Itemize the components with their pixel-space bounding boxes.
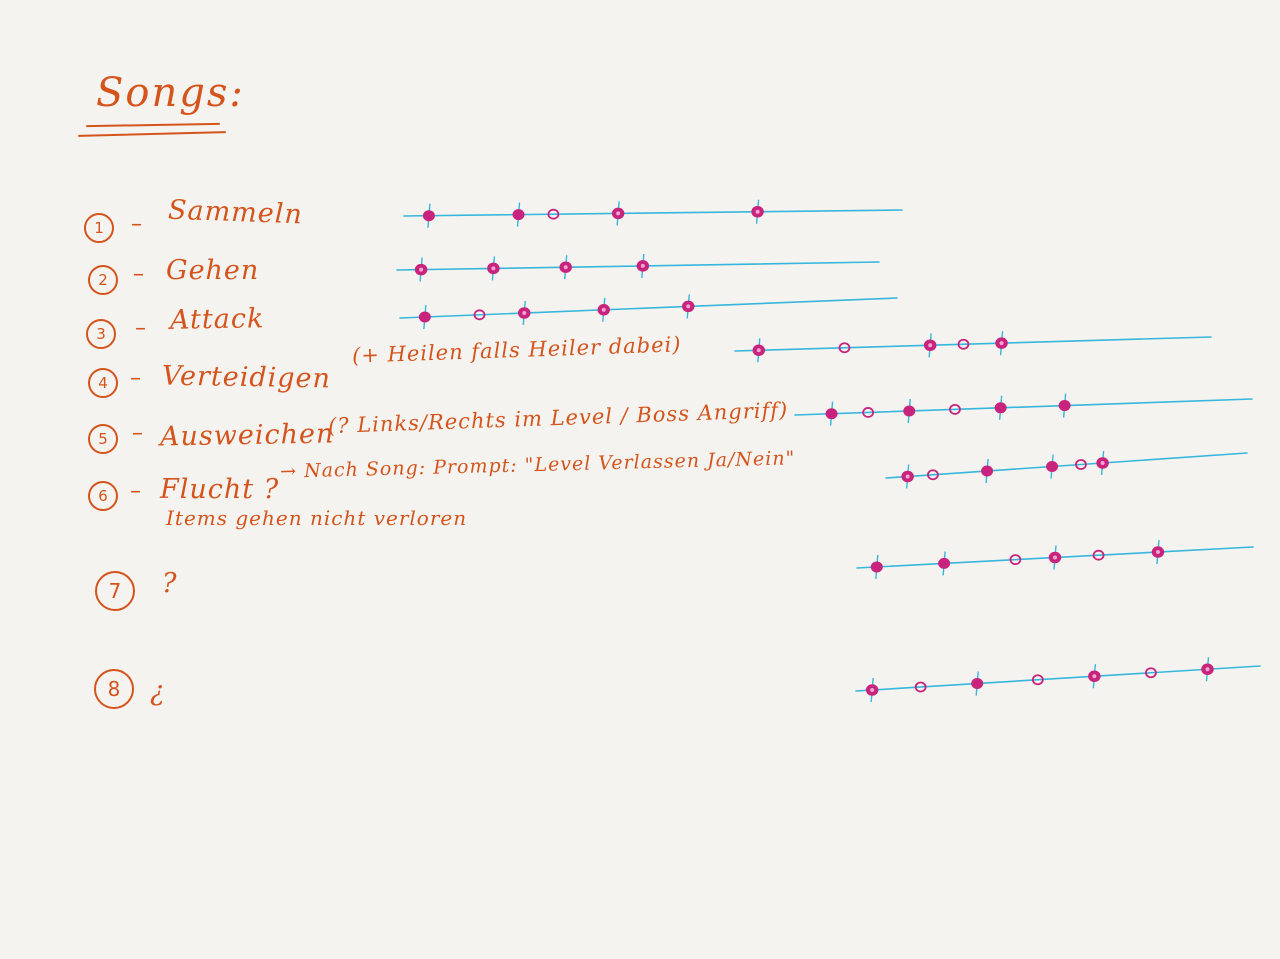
rhythm-lane-1 xyxy=(403,199,903,228)
beat-note-filled xyxy=(1046,461,1059,472)
beat-note-center xyxy=(870,688,875,692)
beat-note-open xyxy=(547,208,560,220)
lane-line xyxy=(855,665,1261,692)
item-dash: – xyxy=(132,421,143,446)
page-title: Songs: xyxy=(96,70,245,116)
beat-note-open xyxy=(949,403,961,415)
item-number-badge: 1 xyxy=(84,213,114,243)
beat-note-filled xyxy=(938,557,951,569)
beat-note-center xyxy=(756,348,761,353)
beat-note-center xyxy=(1205,667,1210,672)
rhythm-lane-7 xyxy=(856,539,1254,580)
beat-note-open xyxy=(1009,554,1022,565)
beat-note-center xyxy=(999,341,1004,346)
lane-line xyxy=(885,452,1248,479)
beat-note-open xyxy=(838,342,851,354)
beat-note-filled xyxy=(981,465,994,477)
beat-note-center xyxy=(905,474,910,479)
item-label: Gehen xyxy=(166,255,260,286)
item-note-second: Items gehen nicht verloren xyxy=(166,506,468,530)
beat-note-center xyxy=(419,267,424,272)
beat-note-open xyxy=(957,338,970,350)
beat-note-center xyxy=(616,211,621,216)
beat-note-open xyxy=(1031,674,1044,686)
item-number-badge: 5 xyxy=(88,424,118,454)
item-number-badge: 2 xyxy=(88,265,118,295)
beat-note-open xyxy=(927,469,939,481)
beat-note-center xyxy=(601,307,606,312)
beat-note-center xyxy=(522,311,527,315)
rhythm-lane-6 xyxy=(885,450,1248,489)
lane-line xyxy=(794,398,1253,416)
beat-note-center xyxy=(1092,674,1097,679)
beat-note-center xyxy=(491,266,496,271)
beat-note-center xyxy=(1155,550,1160,555)
item-dash: – xyxy=(133,262,144,287)
beat-note-center xyxy=(755,209,760,214)
beat-note-filled xyxy=(903,405,916,417)
rhythm-lane-5 xyxy=(794,393,1253,426)
beat-note-filled xyxy=(971,678,984,689)
beat-note-filled xyxy=(870,561,883,573)
item-dash: – xyxy=(135,316,146,341)
beat-note-center xyxy=(1053,555,1057,560)
beat-note-open xyxy=(1075,459,1087,470)
beat-note-open xyxy=(1145,667,1157,679)
beat-note-open xyxy=(1092,549,1105,561)
beat-note-center xyxy=(640,263,645,268)
item-dash: – xyxy=(131,212,142,237)
item-number-badge: 6 xyxy=(88,481,118,511)
lane-line xyxy=(734,336,1212,352)
item-label: ¿ xyxy=(150,676,166,707)
item-number-badge: 7 xyxy=(95,571,135,611)
beat-note-filled xyxy=(1058,400,1071,412)
beat-note-filled xyxy=(422,210,435,222)
item-dash: – xyxy=(130,479,141,504)
rhythm-lane-8 xyxy=(855,657,1261,703)
beat-note-filled xyxy=(418,311,431,323)
beat-note-center xyxy=(563,265,568,270)
rhythm-lane-2 xyxy=(396,253,880,282)
item-label: ? xyxy=(162,568,178,599)
item-dash: – xyxy=(130,366,141,391)
beat-note-center xyxy=(1100,461,1105,465)
item-number-badge: 3 xyxy=(86,319,116,349)
rhythm-lane-3 xyxy=(399,294,898,330)
lane-line xyxy=(399,297,898,319)
beat-note-center xyxy=(928,343,933,348)
rhythm-lane-4 xyxy=(734,331,1212,363)
beat-note-open xyxy=(862,407,875,418)
item-number-badge: 8 xyxy=(94,669,134,709)
beat-note-filled xyxy=(994,402,1007,414)
lane-line xyxy=(403,209,903,217)
beat-note-filled xyxy=(825,408,838,420)
beat-note-filled xyxy=(512,209,525,221)
item-number-badge: 4 xyxy=(88,368,118,398)
beat-note-center xyxy=(686,304,691,309)
beat-note-open xyxy=(914,681,927,693)
item-label: Flucht ? xyxy=(160,474,280,505)
beat-note-open xyxy=(473,309,486,321)
